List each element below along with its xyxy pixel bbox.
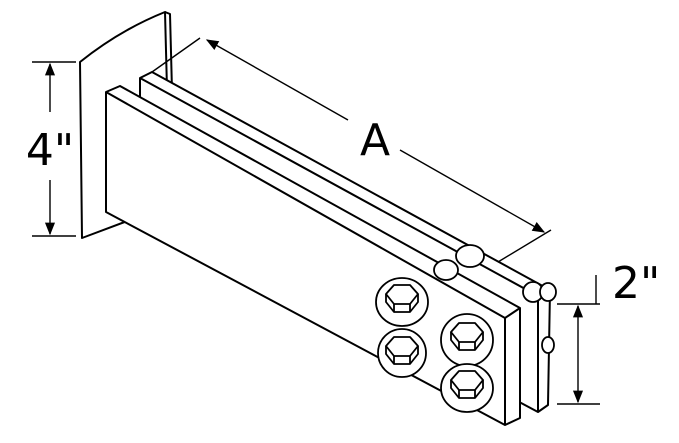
hex-bolt-icon bbox=[450, 322, 484, 351]
dim-a-label: A bbox=[360, 115, 390, 166]
rear-nut-2 bbox=[433, 259, 459, 281]
hex-bolt-icon bbox=[450, 370, 484, 399]
hex-bolt-icon bbox=[385, 336, 419, 365]
dim-a-line-right bbox=[399, 149, 546, 233]
dim-a-extension-left bbox=[151, 37, 201, 73]
dim-a-line-left bbox=[205, 39, 349, 121]
rear-nut-4 bbox=[539, 282, 557, 302]
dim-2-label: 2" bbox=[612, 258, 660, 309]
rear-nut-1 bbox=[455, 244, 485, 268]
hex-bolt-icon bbox=[385, 284, 419, 313]
dim-4-label: 4" bbox=[26, 125, 74, 176]
dim-a-extension-right bbox=[497, 229, 552, 263]
rear-nut-5 bbox=[541, 336, 555, 354]
